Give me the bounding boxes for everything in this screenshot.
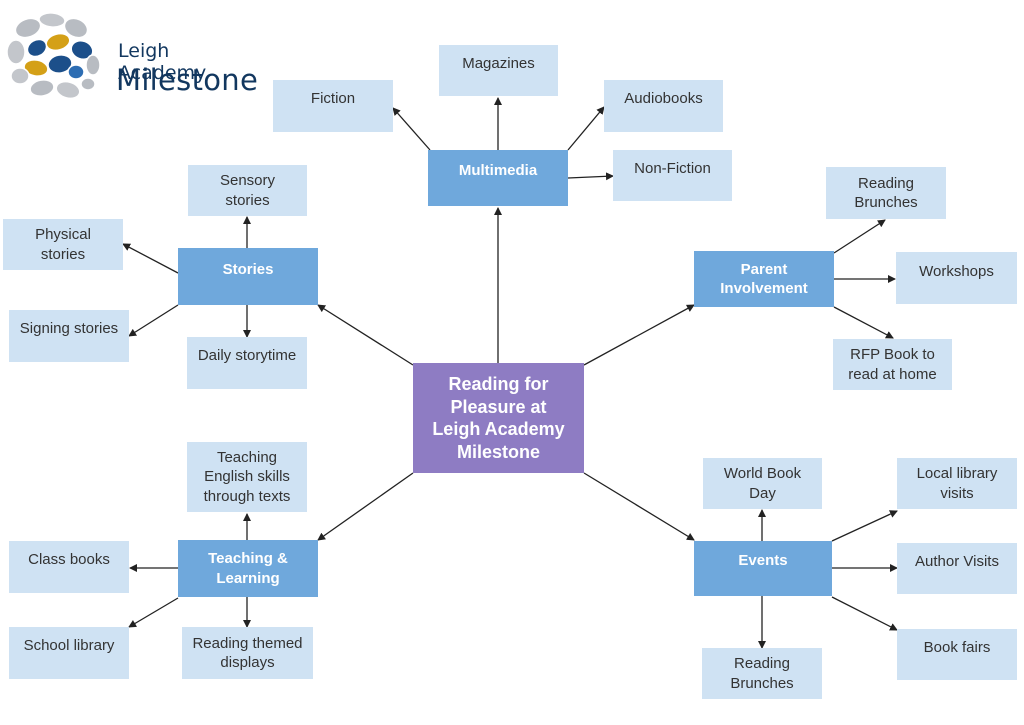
arrow-events-locallibrary bbox=[831, 510, 898, 542]
center-node-reading-for-pleasure: Reading for Pleasure at Leigh Academy Mi… bbox=[413, 363, 584, 473]
arrow-center-events bbox=[583, 472, 695, 541]
arrow-teaching-library bbox=[128, 597, 179, 628]
leaf-world-book-day: World Book Day bbox=[703, 458, 822, 509]
arrow-events-bookfairs bbox=[831, 596, 898, 631]
leaf-rfp-book: RFP Book to read at home bbox=[833, 339, 952, 390]
hub-events: Events bbox=[694, 541, 832, 596]
leaf-reading-brunches-parent: Reading Brunches bbox=[826, 167, 946, 219]
leaf-school-library: School library bbox=[9, 627, 129, 679]
leaf-audiobooks: Audiobooks bbox=[604, 80, 723, 132]
arrow-stories-signing bbox=[128, 304, 179, 337]
logo-text-line1: Leigh Academy bbox=[118, 40, 207, 84]
arrow-multimedia-audiobooks bbox=[567, 106, 605, 151]
arrow-parent-brunches bbox=[833, 219, 886, 254]
leaf-reading-themed-displays: Reading themed displays bbox=[182, 627, 313, 679]
leaf-author-visits: Author Visits bbox=[897, 543, 1017, 594]
leaf-fiction: Fiction bbox=[273, 80, 393, 132]
hub-parent-involvement: Parent Involvement bbox=[694, 251, 834, 307]
hub-stories: Stories bbox=[178, 248, 318, 305]
arrow-center-parent bbox=[583, 304, 695, 366]
arrow-center-stories bbox=[317, 304, 414, 366]
leaf-non-fiction: Non-Fiction bbox=[613, 150, 732, 201]
leaf-workshops: Workshops bbox=[896, 252, 1017, 304]
hub-multimedia: Multimedia bbox=[428, 150, 568, 206]
arrow-multimedia-nonfiction bbox=[567, 172, 614, 181]
arrow-center-teaching bbox=[317, 472, 414, 541]
leaf-book-fairs: Book fairs bbox=[897, 629, 1017, 680]
leaf-class-books: Class books bbox=[9, 541, 129, 593]
logo-pebble-mark-icon bbox=[6, 12, 101, 100]
arrow-stories-physical bbox=[122, 243, 179, 274]
leaf-daily-storytime: Daily storytime bbox=[187, 337, 307, 389]
leaf-signing-stories: Signing stories bbox=[9, 310, 129, 362]
leaf-magazines: Magazines bbox=[439, 45, 558, 96]
leaf-teaching-english-skills: Teaching English skills through texts bbox=[187, 442, 307, 512]
hub-teaching-learning: Teaching & Learning bbox=[178, 540, 318, 597]
leaf-local-library-visits: Local library visits bbox=[897, 458, 1017, 509]
leaf-physical-stories: Physical stories bbox=[3, 219, 123, 270]
arrow-multimedia-fiction bbox=[392, 107, 431, 151]
leaf-sensory-stories: Sensory stories bbox=[188, 165, 307, 216]
school-logo: Leigh Academy Milestone bbox=[6, 10, 258, 102]
leaf-reading-brunches-events: Reading Brunches bbox=[702, 648, 822, 699]
logo-text-line2: Milestone bbox=[116, 63, 259, 97]
arrow-parent-rfp bbox=[833, 306, 894, 339]
